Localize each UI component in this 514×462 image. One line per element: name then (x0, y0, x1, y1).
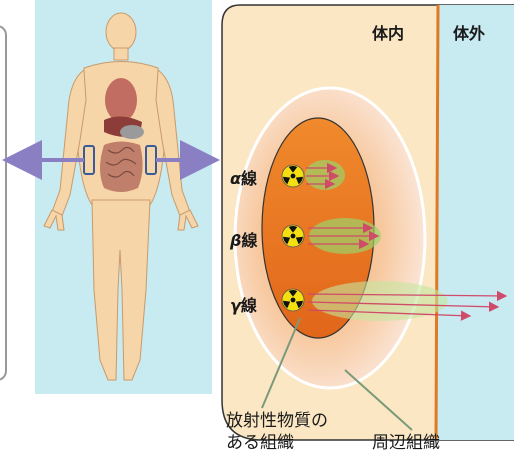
radiation-icon (282, 165, 304, 187)
surrounding-tissue-caption: 周辺組織 (372, 432, 440, 454)
radiation-icon (282, 225, 304, 247)
tissue-cross-section (222, 5, 514, 440)
gamma-ray-label: γ線 (230, 292, 257, 316)
beta-ray-label: β線 (230, 227, 257, 251)
radiation-icon (282, 289, 304, 311)
human-body-illustration (10, 13, 212, 380)
alpha-ray-label: α線 (230, 165, 257, 189)
region-inside-label: 体内 (372, 20, 404, 44)
region-outside-label: 体外 (453, 20, 485, 44)
source-tissue-caption: 放射性物質の ある組織 (226, 410, 328, 454)
